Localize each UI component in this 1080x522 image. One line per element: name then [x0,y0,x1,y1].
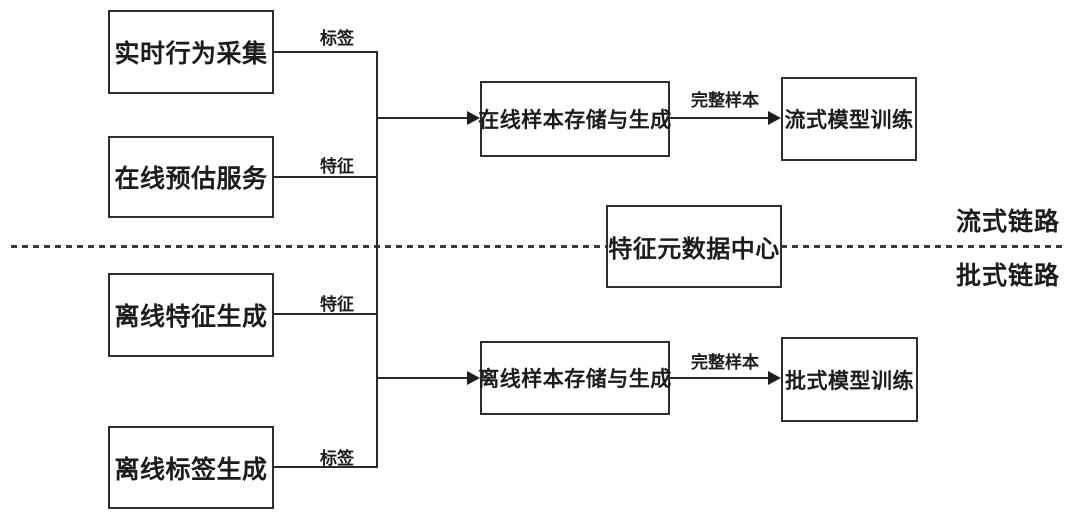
edge-label-label-bottom: 标签 [320,449,354,468]
edge-label-feature-top: 特征 [320,157,354,176]
node-stream-model-training: 流式模型训练 [781,77,917,161]
lane-label-stream-link: 流式链路 [955,208,1060,236]
node-online-prediction-service: 在线预估服务 [108,136,274,218]
node-offline-label-generation: 离线标签生成 [108,426,274,509]
arrow-offline-sample-to-batch-training [670,377,769,379]
edge-label-label-top: 标签 [320,29,354,48]
node-online-sample-storage-generation: 在线样本存储与生成 [478,81,671,157]
node-feature-metadata-center: 特征元数据中心 [606,205,782,288]
arrow-online-sample-to-stream-training [670,117,769,119]
node-offline-feature-generation: 离线特征生成 [108,273,274,357]
edge-label-full-sample-bottom: 完整样本 [691,353,759,372]
arrowhead-icon [467,371,480,385]
connector-offline-feature-to-trunk [274,313,378,315]
trunk-vertical-line [376,51,378,468]
connector-realtime-to-trunk [274,51,378,53]
arrowhead-icon [768,111,781,125]
connector-offline-label-to-trunk [274,466,378,468]
arrowhead-icon [768,371,781,385]
node-realtime-behavior-collection: 实时行为采集 [108,10,274,94]
edge-label-feature-bottom: 特征 [320,295,354,314]
lane-divider-dashed-line [11,245,1063,248]
arrow-trunk-to-offline-sample [377,377,468,379]
arrowhead-icon [467,111,480,125]
arrow-trunk-to-online-sample [377,117,468,119]
edge-label-full-sample-top: 完整样本 [691,91,759,110]
connector-online-prediction-to-trunk [274,176,378,178]
lane-label-batch-link: 批式链路 [955,262,1060,290]
node-offline-sample-storage-generation: 离线样本存储与生成 [478,341,671,415]
node-batch-model-training: 批式模型训练 [781,337,918,422]
